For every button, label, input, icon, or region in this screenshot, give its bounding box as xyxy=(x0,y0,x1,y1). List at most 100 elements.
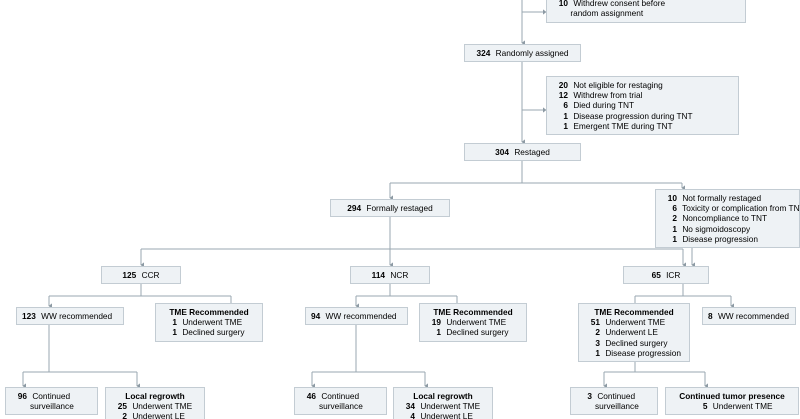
ccr-continued-line-0: 96 Continued xyxy=(11,391,92,401)
icr-continued-text2: surveillance xyxy=(595,401,639,412)
icr-continued-n: 3 xyxy=(587,391,592,401)
ncr-tme-header: TME Recommended xyxy=(433,307,513,317)
ccr-tme-text-0: Underwent TME xyxy=(182,317,243,328)
ncr-regrowth-n-0: 34 xyxy=(405,401,415,412)
icr-ww-n: 8 xyxy=(708,311,713,321)
not-formally-line-3: 1 No sigmoidoscopy xyxy=(661,224,794,234)
ncr-continued-line-0: 46 Continued xyxy=(300,391,381,401)
icr-tme-line-2: 3 Declined surgery xyxy=(584,338,684,348)
not-formally-text-1: Toxicity or complication from TNT xyxy=(682,203,800,214)
icr-tme-text-2: Declined surgery xyxy=(605,337,668,348)
not-formally-n-2: 2 xyxy=(672,213,677,224)
ncr-regrowth-n-1: 4 xyxy=(410,411,415,419)
ccr-tme-text-1: Declined surgery xyxy=(182,327,245,338)
node-randomly-assigned: 324 Randomly assigned xyxy=(464,44,581,63)
not-formally-text-0: Not formally restaged xyxy=(682,193,762,203)
icr-tumor-presence-line-0: 5 Underwent TME xyxy=(671,401,793,411)
not-eligible-n-1: 12 xyxy=(558,90,568,101)
ncr-tme-text-0: Underwent TME xyxy=(446,317,507,328)
ccr-regrowth-text-0: Underwent TME xyxy=(132,401,193,412)
ncr-ww-text: WW recommended xyxy=(325,311,397,321)
icr-n: 65 xyxy=(651,270,661,280)
ncr-tme-line-1: 1 Declined surgery xyxy=(425,327,521,337)
icr-tme-line-3: 1 Disease progression xyxy=(584,348,684,358)
ncr-tme-n-0: 19 xyxy=(431,317,441,328)
not-formally-line-1: 6 Toxicity or complication from TNT xyxy=(661,203,800,214)
ccr-tme-line-1: 1 Declined surgery xyxy=(161,327,257,337)
ncr-continued-line-1: surveillance xyxy=(300,401,381,411)
restaged-n: 304 xyxy=(495,147,509,157)
not-eligible-text-4: Emergent TME during TNT xyxy=(573,120,673,131)
not-formally-n-1: 6 xyxy=(672,203,677,214)
ncr-continued-text2: surveillance xyxy=(319,401,363,412)
ccr-continued-line-1: surveillance xyxy=(11,401,92,411)
node-ncr-regrowth: Local regrowth 34 Underwent TME 4 Underw… xyxy=(393,387,493,419)
ccr-continued-text: Continued xyxy=(32,391,71,401)
node-icr-continued: 3 Continued surveillance xyxy=(570,387,658,416)
not-formally-text-3: No sigmoidoscopy xyxy=(682,223,751,234)
ccr-continued-text2: surveillance xyxy=(30,401,74,412)
icr-continued-line-0: 3 Continued xyxy=(576,391,652,401)
excluded-top-n-1: 10 xyxy=(558,0,568,9)
not-eligible-text-2: Died during TNT xyxy=(573,100,635,111)
icr-tumor-presence-text-0: Underwent TME xyxy=(712,401,773,412)
icr-tumor-presence-header: Continued tumor presence xyxy=(679,391,785,401)
ccr-ww-text: WW recommended xyxy=(41,311,113,321)
excluded-top-text-2: random assignment xyxy=(570,8,644,19)
icr-tme-n-2: 3 xyxy=(595,337,600,348)
node-icr-tumor-presence: Continued tumor presence 5 Underwent TME xyxy=(665,387,799,416)
randomly-assigned-text: Randomly assigned xyxy=(495,48,569,58)
ccr-tme-line-0: 1 Underwent TME xyxy=(161,317,257,327)
icr-tumor-presence-n-0: 5 xyxy=(702,401,708,412)
formally-restaged-n: 294 xyxy=(347,203,362,213)
ncr-regrowth-header: Local regrowth xyxy=(413,391,473,401)
ccr-regrowth-text-1: Underwent LE xyxy=(132,411,185,419)
ncr-continued-n: 46 xyxy=(306,391,316,401)
node-ccr-ww: 123 WW recommended xyxy=(16,307,124,326)
not-eligible-text-0: Not eligible for restaging xyxy=(573,80,663,90)
not-eligible-line-4: 1 Emergent TME during TNT xyxy=(552,121,733,131)
randomly-assigned-n: 324 xyxy=(476,48,491,58)
icr-continued-line-1: surveillance xyxy=(576,401,652,411)
ccr-ww-n: 123 xyxy=(22,311,36,321)
ccr-continued-n: 96 xyxy=(17,391,27,401)
not-eligible-line-0: 20 Not eligible for restaging xyxy=(552,80,733,90)
icr-tme-n-3: 1 xyxy=(595,347,600,358)
node-not-formally-restaged: 10 Not formally restaged 6 Toxicity or c… xyxy=(655,189,800,249)
ncr-tme-n-1: 1 xyxy=(436,327,441,338)
not-formally-line-2: 2 Noncompliance to TNT xyxy=(661,213,794,223)
ccr-regrowth-line-0: 25 Underwent TME xyxy=(111,401,199,411)
ncr-text: NCR xyxy=(390,270,409,280)
not-eligible-text-1: Withdrew from trial xyxy=(573,90,643,101)
ccr-regrowth-n-1: 2 xyxy=(122,411,127,419)
not-eligible-line-3: 1 Disease progression during TNT xyxy=(552,111,733,121)
node-ncr-tme: TME Recommended 19 Underwent TME 1 Decli… xyxy=(419,303,527,342)
ncr-tme-text-1: Declined surgery xyxy=(446,327,509,338)
node-icr-tme: TME Recommended 51 Underwent TME 2 Under… xyxy=(578,303,690,363)
not-eligible-n-4: 1 xyxy=(563,120,568,131)
restaged-text: Restaged xyxy=(514,147,550,157)
icr-tme-line-0: 51 Underwent TME xyxy=(584,317,684,327)
not-formally-n-0: 10 xyxy=(667,193,677,203)
ccr-regrowth-n-0: 25 xyxy=(117,401,127,412)
icr-ww-text: WW recommended xyxy=(717,311,789,321)
node-ccr-regrowth: Local regrowth 25 Underwent TME 2 Underw… xyxy=(105,387,205,419)
not-eligible-n-0: 20 xyxy=(558,80,568,90)
node-icr: 65 ICR xyxy=(623,266,709,285)
not-formally-text-4: Disease progression xyxy=(682,233,758,244)
not-formally-n-4: 1 xyxy=(672,233,677,244)
ncr-tme-line-0: 19 Underwent TME xyxy=(425,317,521,327)
ccr-text: CCR xyxy=(141,270,160,280)
ccr-tme-n-1: 1 xyxy=(172,327,177,338)
ncr-regrowth-line-0: 34 Underwent TME xyxy=(399,401,487,411)
icr-tme-n-0: 51 xyxy=(590,317,600,328)
node-not-eligible-restaging: 20 Not eligible for restaging 12 Withdre… xyxy=(546,76,739,136)
not-formally-line-0: 10 Not formally restaged xyxy=(661,193,794,203)
ncr-ww-n: 94 xyxy=(311,311,321,321)
formally-restaged-text: Formally restaged xyxy=(366,203,433,213)
ccr-n: 125 xyxy=(122,270,137,280)
node-ncr-ww: 94 WW recommended xyxy=(305,307,408,326)
ccr-regrowth-header: Local regrowth xyxy=(125,391,185,401)
node-restaged: 304 Restaged xyxy=(464,143,581,162)
